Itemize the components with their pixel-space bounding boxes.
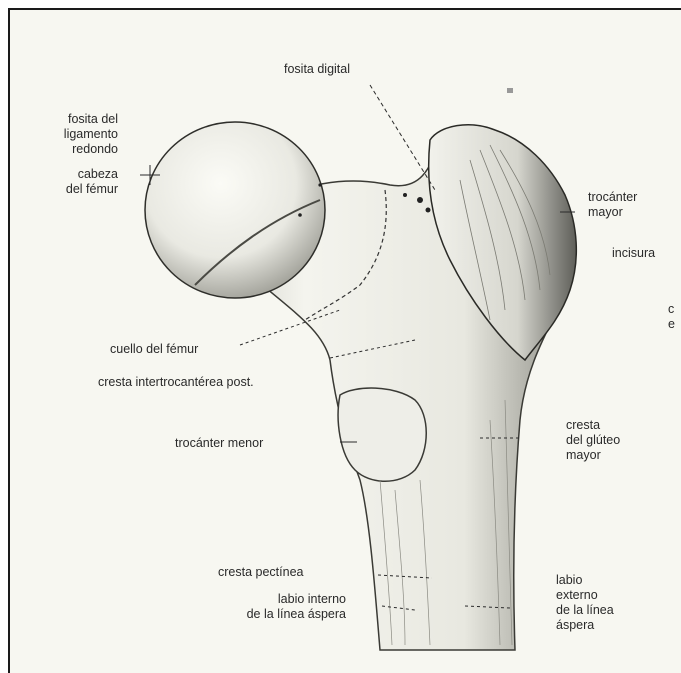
label-labio-externo: labio externo de la línea áspera: [556, 573, 614, 633]
label-cresta-gluteo: cresta del glúteo mayor: [566, 418, 620, 463]
label-trocanter-mayor: trocánter mayor: [588, 190, 637, 220]
label-incisura: incisura: [612, 246, 655, 261]
label-cresta-intertrocanterea: cresta intertrocantérea post.: [98, 375, 254, 390]
label-fosita-ligamento: fosita del ligamento redondo: [36, 112, 118, 157]
label-labio-interno: labio interno de la línea áspera: [180, 592, 346, 622]
label-cuello-femur: cuello del fémur: [110, 342, 198, 357]
label-trocanter-menor: trocánter menor: [175, 436, 263, 451]
label-cresta-pectinea: cresta pectínea: [218, 565, 303, 580]
small-mark: [507, 88, 513, 93]
label-fosita-digital: fosita digital: [284, 62, 350, 77]
label-cabeza-femur: cabeza del fémur: [36, 167, 118, 197]
lesser-trochanter: [338, 388, 426, 481]
label-cut-right: c e: [668, 302, 675, 332]
